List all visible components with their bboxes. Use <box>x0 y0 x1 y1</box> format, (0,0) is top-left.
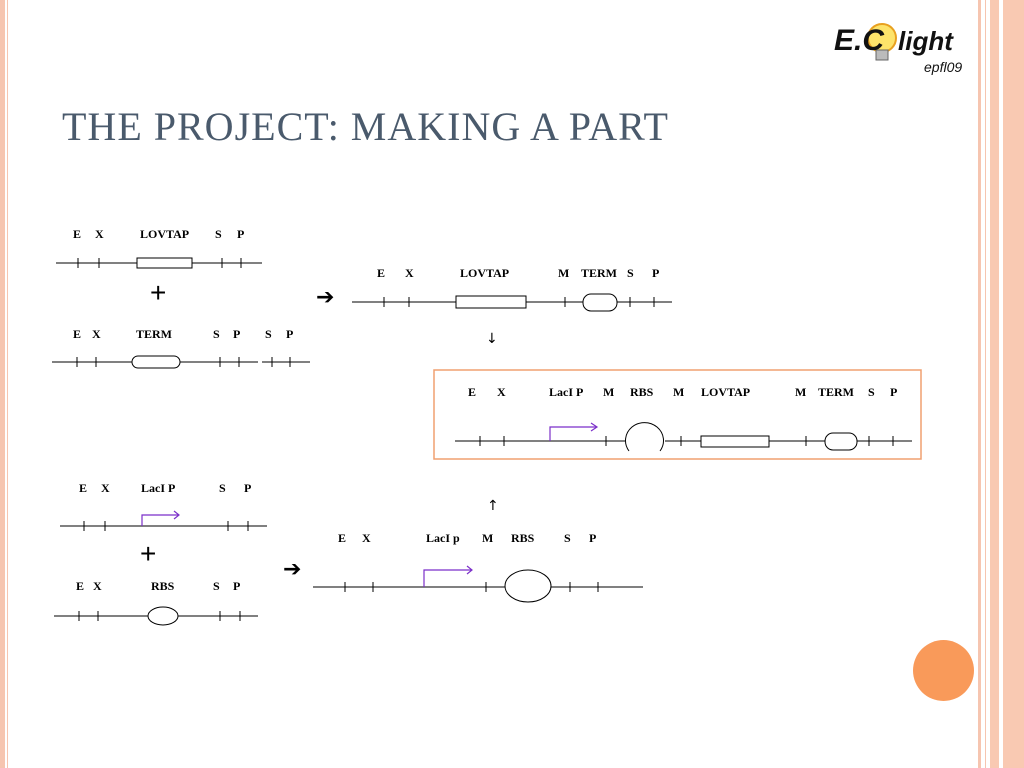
site-label: S <box>215 227 222 241</box>
coding-sequence-box <box>700 435 770 448</box>
site-label: P <box>589 531 596 545</box>
part-label: LacI P <box>549 385 583 399</box>
plus-sign: + <box>140 538 156 569</box>
terminator-shape <box>824 432 858 451</box>
part-label: LacI p <box>426 531 460 545</box>
site-label: M <box>558 266 569 280</box>
site-label: E <box>377 266 385 280</box>
terminator-shape <box>582 293 618 312</box>
part-label: LOVTAP <box>701 385 750 399</box>
part-label: RBS <box>151 579 175 593</box>
site-label: P <box>652 266 659 280</box>
site-label: P <box>233 327 240 341</box>
site-label: P <box>890 385 897 399</box>
site-label: E <box>73 327 81 341</box>
right-frame-stripe <box>985 0 986 768</box>
plus-sign: + <box>150 277 166 308</box>
construct-term: E X TERM S P S P <box>52 327 310 369</box>
construct-rbs: E X RBS S P <box>54 579 258 626</box>
left-frame-line <box>7 0 8 768</box>
promoter-arrow <box>549 426 596 441</box>
left-frame-bar <box>0 0 5 768</box>
site-label: X <box>101 481 110 495</box>
site-label: E <box>73 227 81 241</box>
site-label: E <box>79 481 87 495</box>
part-label: TERM <box>581 266 617 280</box>
site-label: M <box>482 531 493 545</box>
down-arrow: ↓ <box>486 331 498 347</box>
promoter-arrowhead <box>590 422 599 432</box>
site-label: P <box>286 327 293 341</box>
site-label: P <box>244 481 251 495</box>
site-label: S <box>213 327 220 341</box>
site-label: E <box>468 385 476 399</box>
construct-laci-rbs: E X LacI p M RBS S P <box>313 531 643 603</box>
decorative-circle <box>913 640 974 701</box>
promoter-arrowhead <box>173 510 180 520</box>
right-arrow: ➔ <box>316 285 334 310</box>
site-label: S <box>564 531 571 545</box>
site-label: X <box>497 385 506 399</box>
construct-laci-promoter: E X LacI P S P <box>60 481 267 531</box>
site-label: S <box>219 481 226 495</box>
part-label: TERM <box>136 327 172 341</box>
promoter-arrowhead <box>466 565 473 575</box>
site-label: X <box>93 579 102 593</box>
up-arrow: ↑ <box>487 498 499 514</box>
site-label: S <box>265 327 272 341</box>
site-label: X <box>405 266 414 280</box>
logo-sub-text: epfl09 <box>924 59 962 75</box>
rbs-shape <box>625 422 664 452</box>
part-label: LOVTAP <box>140 227 189 241</box>
part-label: RBS <box>511 531 535 545</box>
part-label: LOVTAP <box>460 266 509 280</box>
rbs-shape <box>504 569 552 603</box>
final-construct-highlight <box>433 369 922 460</box>
ecolight-logo: E.C light epfl09 <box>834 23 962 75</box>
logo-script-text: light <box>898 26 954 56</box>
promoter-arrow <box>141 514 178 526</box>
site-label: P <box>233 579 240 593</box>
site-label: M <box>795 385 806 399</box>
bulb-base <box>875 49 889 61</box>
site-label: S <box>213 579 220 593</box>
right-frame-stripe <box>1003 0 1024 768</box>
construct-lovtap: E X LOVTAP S P <box>56 227 262 269</box>
site-label: S <box>627 266 634 280</box>
promoter-arrow <box>423 569 471 587</box>
right-frame-stripe <box>990 0 999 768</box>
construct-lovtap-term: E X LOVTAP M TERM S P <box>352 266 672 312</box>
slide-title: THE PROJECT: MAKING A PART <box>62 104 669 149</box>
part-label: TERM <box>818 385 854 399</box>
right-arrow: ➔ <box>283 557 301 582</box>
part-label: LacI P <box>141 481 175 495</box>
coding-sequence-box <box>455 295 527 309</box>
site-label: X <box>95 227 104 241</box>
site-label: E <box>76 579 84 593</box>
logo-main-text: E.C <box>834 24 885 57</box>
site-label: X <box>92 327 101 341</box>
right-frame-stripe <box>978 0 981 768</box>
coding-sequence-box <box>136 257 193 269</box>
site-label: M <box>603 385 614 399</box>
site-label: P <box>237 227 244 241</box>
site-label: S <box>868 385 875 399</box>
site-label: M <box>673 385 684 399</box>
construct-final: E X LacI P M RBS M LOVTAP M TERM S P <box>455 385 912 452</box>
terminator-shape <box>131 355 181 369</box>
rbs-shape <box>147 606 179 626</box>
site-label: E <box>338 531 346 545</box>
part-label: RBS <box>630 385 654 399</box>
site-label: X <box>362 531 371 545</box>
